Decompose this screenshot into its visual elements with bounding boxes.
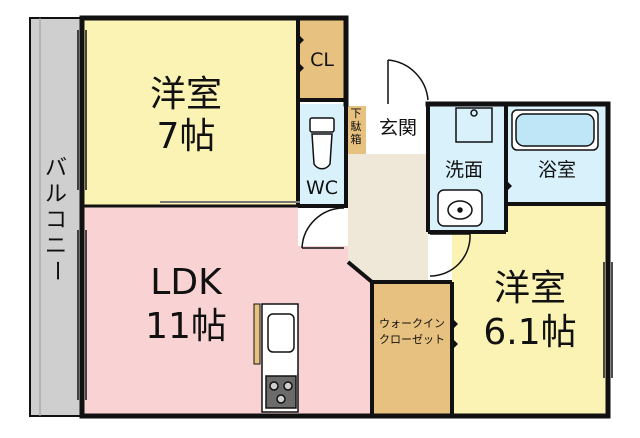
ldk-door [301, 207, 345, 249]
ldk-size: 11帖 [145, 306, 227, 347]
bathtub [511, 109, 599, 151]
shoe-box-area [346, 106, 366, 154]
western-room-7-name: 洋室 [149, 74, 222, 115]
closet-cl-area [298, 20, 346, 100]
shoe-box-label-1: 下 [350, 107, 362, 120]
room-61-door [429, 233, 471, 277]
walkin-closet-area [372, 282, 452, 416]
wc-label: WC [305, 177, 339, 199]
toilet [309, 117, 335, 170]
entrance-label: 玄関 [378, 117, 417, 139]
walls [79, 15, 611, 419]
shoe-box-label-3: 箱 [350, 133, 362, 146]
walkin-closet-label-1: ウォークイン [379, 317, 445, 330]
entrance-tile-area [366, 104, 428, 154]
ldk-area [84, 206, 372, 416]
balcony-windows [77, 30, 87, 400]
hall-area [346, 154, 428, 282]
western-room-7-area [84, 20, 298, 206]
balcony-label-1: バ [44, 156, 67, 181]
walkin-closet-label-2: クローゼット [379, 333, 445, 346]
balcony [29, 17, 83, 417]
western-room-7-size: 7帖 [156, 116, 216, 157]
entrance-door [387, 59, 429, 104]
closet-label: CL [310, 49, 334, 71]
kitchen-counter [261, 303, 299, 413]
bath-label: 浴室 [537, 159, 576, 181]
ldk-name: LDK [150, 262, 222, 303]
western-room-61-area [452, 204, 608, 416]
balcony-label-2: ル [44, 182, 67, 207]
western-room-61-size: 6.1帖 [483, 312, 577, 353]
balcony-label-4: ニ [44, 234, 67, 259]
western-room-61-name: 洋室 [493, 268, 566, 309]
kitchen-backsplash [253, 303, 261, 365]
shoe-box-label-2: 駄 [350, 120, 362, 133]
closet-markers [298, 34, 512, 350]
washing-machine-space [455, 107, 493, 143]
balcony-label-3: コ [44, 208, 67, 233]
east-window [603, 262, 613, 378]
sliding-door [84, 201, 300, 208]
balcony-label-5: ー [43, 259, 69, 282]
washbasin [437, 189, 483, 227]
washroom-label: 洗面 [444, 159, 483, 181]
